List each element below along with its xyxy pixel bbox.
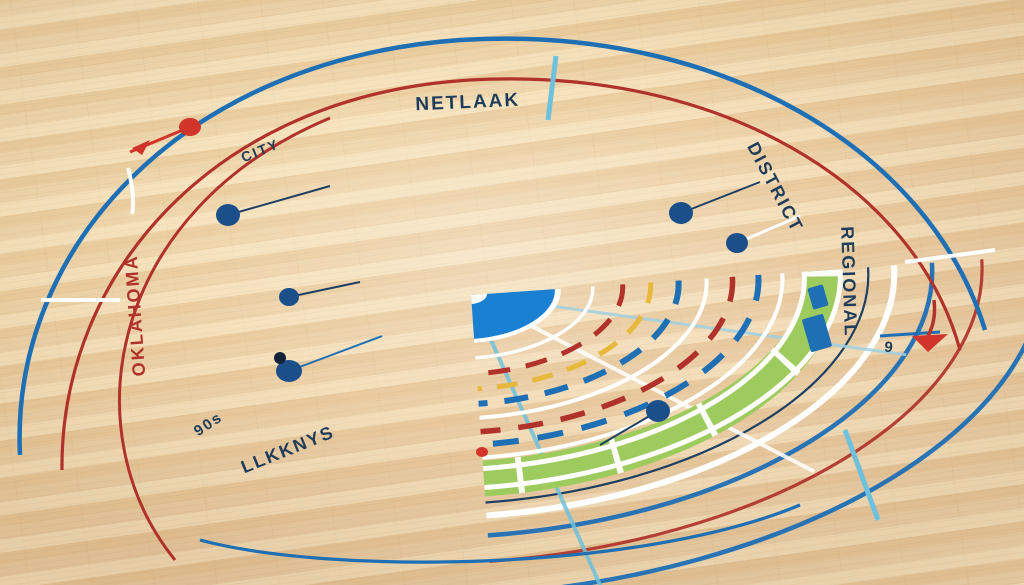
label-left-band: OKLAHOMA	[121, 254, 149, 377]
marker-navy-puck-1	[216, 204, 240, 226]
ring-white-2	[471, 223, 709, 421]
label-bottom-left-word: LLKKNYS	[238, 422, 337, 478]
perimeter-swoosh-arcs	[17, 36, 996, 564]
marker-navy-puck-3	[276, 360, 302, 382]
marker-red-dot-2	[476, 447, 488, 457]
marker-navy-puck-5	[726, 233, 748, 253]
marker-navy-puck-4	[669, 202, 693, 224]
court-markers	[179, 118, 832, 457]
label-top-band: NETLAAK	[415, 90, 521, 116]
marker-navy-puck-2	[279, 288, 299, 306]
marker-blue-tile-2	[807, 284, 829, 310]
ring-dashed-red-2	[471, 223, 736, 436]
marker-navy-puck-6	[646, 400, 670, 422]
marker-blue-tile-1	[802, 314, 832, 352]
marker-red-dot-1	[179, 118, 201, 136]
label-right-band: DISTRICT	[743, 139, 807, 236]
label-right-digit: 9	[883, 339, 895, 357]
painted-court-text: NETLAAK CITY DISTRICT REGIONAL OKLAHOMA …	[121, 90, 896, 478]
marker-cap-3	[274, 352, 286, 364]
label-bottom-left-num: 90s	[191, 409, 226, 440]
label-far-right-band: REGIONAL	[837, 226, 861, 338]
